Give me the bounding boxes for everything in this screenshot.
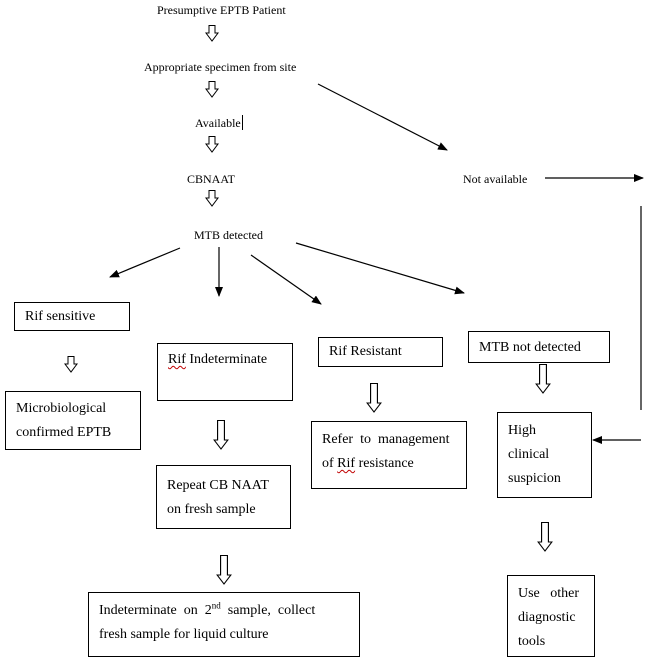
node-presumptive-eptb: Presumptive EPTB Patient (157, 3, 286, 17)
hollow-down-arrow-icon (537, 522, 553, 552)
box-rif-sensitive: Rif sensitive (14, 302, 130, 331)
hollow-down-arrow-icon (205, 81, 219, 98)
arrow-mtb-to-rif-sensitive (109, 247, 181, 278)
high-line2: clinical (508, 447, 550, 462)
refer-line2: of Rif resistance (322, 456, 414, 471)
high-line3: suspicion (508, 471, 561, 486)
arrow-specimen-to-not-available (317, 83, 448, 151)
refer-line1: Refer to management (322, 432, 450, 447)
box-use-other-tools: Use other diagnostic tools (507, 575, 595, 657)
hollow-down-arrow-icon (213, 420, 229, 450)
micro-confirmed-line1: Microbiological (16, 401, 107, 416)
use-other-line3: tools (518, 634, 546, 649)
high-line1: High (508, 423, 536, 438)
hollow-down-arrow-icon (216, 555, 232, 585)
rif-resistant-label: Rif Resistant (329, 344, 402, 359)
hollow-down-arrow-icon (205, 136, 219, 153)
use-other-line2: diagnostic (518, 610, 576, 625)
node-cbnaat: CBNAAT (187, 172, 236, 186)
use-other-line1: Use other (518, 586, 580, 601)
rif-indeterminate-label: Rif Indeterminate (168, 352, 268, 367)
box-indeterminate-second-sample: Indeterminate on 2nd sample, collect fre… (88, 592, 360, 657)
box-rif-indeterminate: Rif Indeterminate (157, 343, 293, 401)
indeterminate2-line2: fresh sample for liquid culture (99, 627, 269, 642)
rif-sensitive-label: Rif sensitive (25, 309, 96, 324)
box-microbiological-confirmed: Microbiological confirmed EPTB (5, 391, 141, 450)
node-appropriate-specimen: Appropriate specimen from site (144, 60, 297, 74)
box-refer-management: Refer to management of Rif resistance (311, 421, 467, 489)
arrow-mtb-to-not-detected (295, 242, 465, 295)
hollow-down-arrow-icon (205, 190, 219, 207)
hollow-down-arrow-icon (535, 364, 551, 394)
box-high-clinical-suspicion: High clinical suspicion (497, 412, 592, 498)
repeat-line2: on fresh sample (167, 502, 256, 517)
hollow-down-arrow-icon (64, 356, 78, 373)
node-not-available: Not available (463, 172, 528, 186)
node-mtb-detected: MTB detected (194, 228, 263, 242)
hollow-down-arrow-icon (366, 383, 382, 413)
indeterminate2-line1: Indeterminate on 2nd sample, collect (99, 600, 316, 618)
mtb-not-detected-label: MTB not detected (479, 340, 581, 355)
box-mtb-not-detected: MTB not detected (468, 331, 610, 363)
text-cursor-mark (241, 115, 243, 130)
box-rif-resistant: Rif Resistant (318, 337, 443, 367)
repeat-line1: Repeat CB NAAT (167, 478, 269, 493)
box-repeat-cbnaat: Repeat CB NAAT on fresh sample (156, 465, 291, 529)
micro-confirmed-line2: confirmed EPTB (16, 425, 112, 440)
arrow-mtb-to-rif-resistant (250, 254, 322, 305)
node-available: Available (195, 115, 243, 130)
hollow-down-arrow-icon (205, 25, 219, 42)
